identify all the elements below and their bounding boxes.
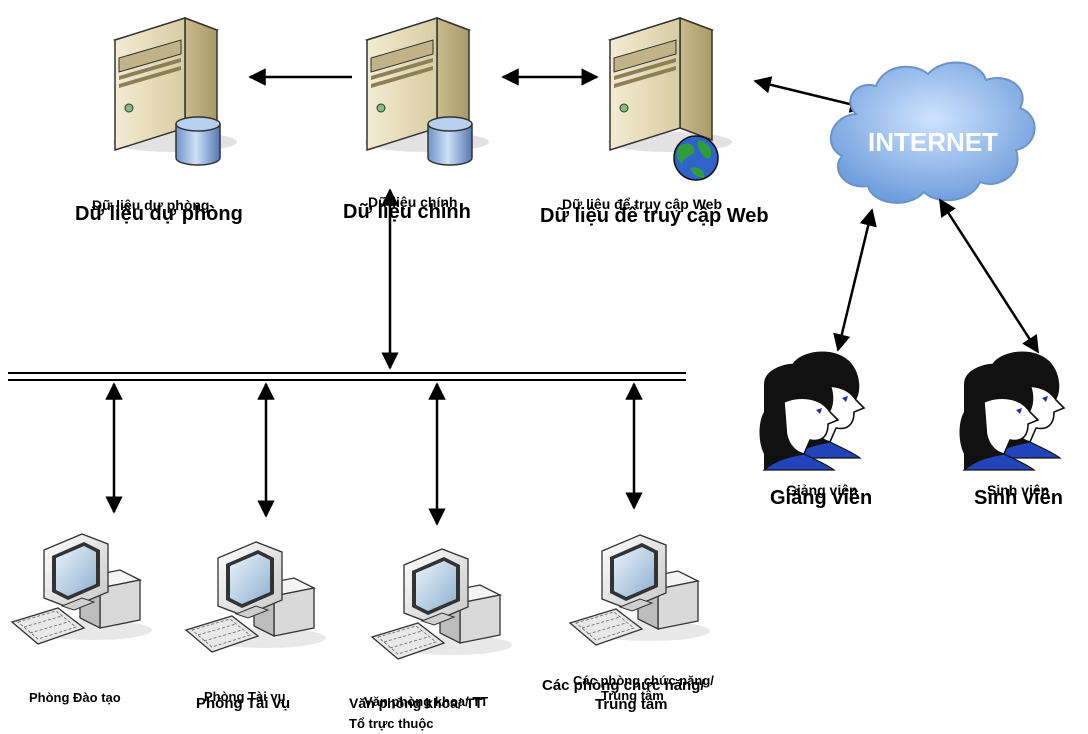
workstation-faculty-label-line1: Văn phòng khoa/ TT [349,695,483,711]
workstation-finance-label: Phòng Tài vụ [196,695,291,712]
backup-server [112,17,238,166]
backup-server-label: Dữ liệu dự phòng [75,203,243,225]
workstation-finance-icon [185,541,327,653]
workstation-faculty-label-line2: Tổ trực thuộc [349,716,434,731]
student-icon [958,350,1065,471]
workstation-training-icon [11,533,153,645]
main-server-label-shadow: Dữ liệu chính [368,194,458,210]
database-icon [175,116,221,166]
workstation-training-label: Phòng Đào tạo [29,690,121,705]
student-label: Sinh viên [974,487,1063,509]
workstation-functional-icon [569,534,711,646]
globe-icon [673,135,719,181]
web-server-label: Dữ liệu để truy cập Web [540,205,769,227]
workstation-faculty-label-shadow: Văn phòng khoa/ TT [364,694,489,709]
lecturer-icon [758,350,865,471]
workstation-functional-label-line1: Các phòng chức năng/ [542,677,705,694]
web-server-label-shadow: Dữ liệu để truy cập Web [562,196,723,212]
workstation-functional-label-line2: Trung tâm [595,696,668,713]
lecturer-label: Giảng viên [770,487,873,509]
network-bus [8,372,686,381]
lecturer-label-shadow: Giảng viên [786,482,858,498]
arrow-web-internet [753,76,868,113]
student-label-shadow: Sinh viên [987,482,1050,498]
main-server [364,17,490,166]
arrow-internet-student [938,198,1040,354]
main-server-label: Dữ liệu chính [343,201,471,223]
internet-cloud [829,61,1036,204]
workstation-faculty-icon [371,548,513,660]
workstation-functional-label-shadow: Các phòng chức năng/ [573,673,714,688]
internet-label: INTERNET [868,127,998,157]
arrow-internet-lecturer [833,208,877,352]
web-server [607,17,733,181]
backup-server-label-shadow: Dữ liệu dự phòng [92,197,210,213]
workstation-finance-label-shadow: Phòng Tài vụ [204,689,286,704]
database-icon [427,116,473,166]
workstation-functional-label-line2-shadow: Trung tâm [601,688,664,703]
